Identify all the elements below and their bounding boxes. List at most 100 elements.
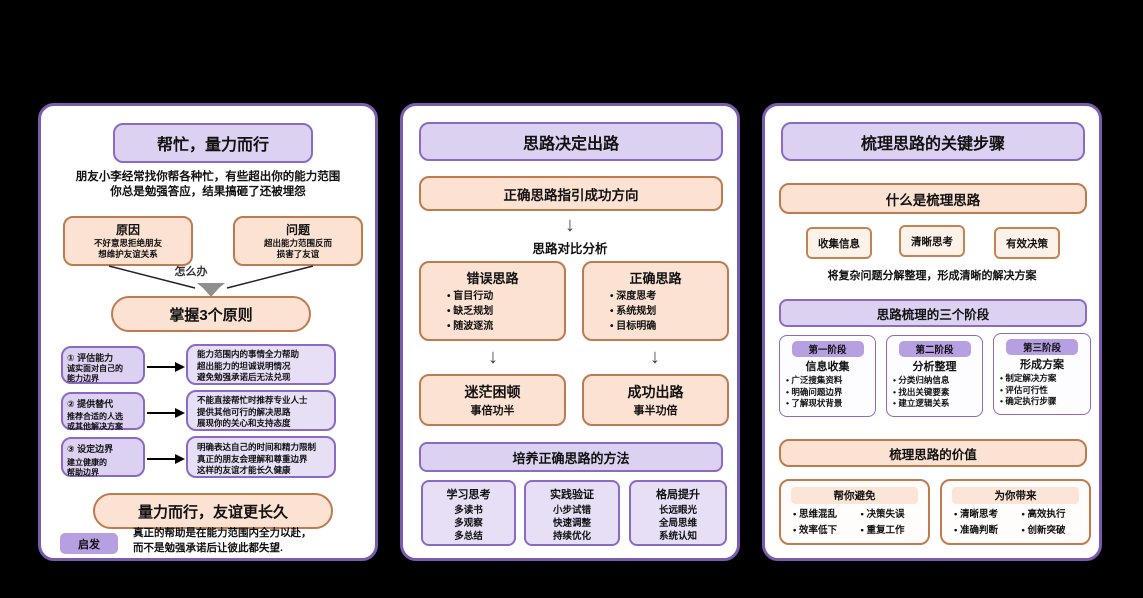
method-3-title: 格局提升 [656,489,700,501]
value-item: 重复工作 [861,523,929,539]
method-2-items: 小步试错 快速调整 持续优化 [526,504,618,543]
method-item: 多总结 [454,531,483,542]
wrong-result-title: 迷茫困顿 [464,384,521,400]
principle-1-box: ① 评估能力 诚实面对自己的 能力边界 [61,346,145,384]
stage-3-items: 制定解决方案 评估可行性 确定执行步骤 [994,373,1090,408]
cause-line2: 想维护友谊关系 [98,249,158,259]
wrong-result-sub: 事倍功半 [470,405,515,417]
how-label: 怎么办 [174,266,208,278]
right-result-sub: 事半功倍 [633,405,678,417]
method-item: 多读书 [454,505,483,516]
stage-item: 了解现状背景 [786,398,875,410]
wrong-result-box: 迷茫困顿 事倍功半 [419,374,566,426]
wrong-thinking-box: 错误思路 盲目行动 缺乏规划 随波逐流 [419,261,566,341]
stage-item: 制定解决方案 [1000,373,1090,385]
wrong-item: 随波逐流 [447,319,564,334]
down-arrow-icon: ↓ [488,346,498,368]
cause-line1: 不好意思拒绝朋友 [93,238,162,248]
principle-3-desc1: 建立健康的 [67,458,107,467]
value-item: 创新突破 [1022,523,1090,539]
right-item: 深度思考 [610,289,727,304]
detail-line: 展现你的关心和支持态度 [197,418,291,428]
stage-item: 找出关键要素 [893,387,982,399]
stage-2-badge: 第二阶段 [898,341,971,357]
right-item: 系统规划 [610,304,727,319]
stage-item: 确定执行步骤 [1000,396,1090,408]
value-item: 高效执行 [1022,507,1090,523]
detail-line: 超出能力的坦诚说明情况 [197,360,291,371]
stage-1-items: 广泛搜集资料 明确问题边界 了解现状背景 [780,375,875,410]
method-1-items: 多读书 多观察 多总结 [423,504,514,543]
method-item: 多观察 [454,518,483,529]
value-avoid-items: 思维混乱 决策失误 效率低下 重复工作 [781,507,928,539]
stage-box-2: 第二阶段 分析整理 分类归纳信息 找出关键要素 建立逻辑关系 [886,335,983,417]
method-item: 持续优化 [552,531,591,542]
panel1-intro-line2: 你总是勉强答应，结果搞砸了还被埋怨 [110,186,306,198]
stage-item: 明确问题边界 [786,387,875,399]
stage-3-title: 形成方案 [1020,359,1064,371]
down-arrow-icon: ↓ [650,346,660,368]
wrong-item: 缺乏规划 [447,304,564,319]
right-result-title: 成功出路 [627,384,684,400]
principle-1-desc2: 能力边界 [67,373,99,383]
what-item-box: 有效决策 [994,227,1060,259]
principles-title-pill: 掌握3个原则 [111,296,311,332]
panel3-title: 梳理思路的关键步骤 [781,122,1085,161]
stage-1-badge: 第一阶段 [791,341,864,357]
stage-1-title: 信息收集 [805,361,850,373]
insight-line1: 真正的帮助是在能力范围内全力以赴， [133,527,312,539]
principle-2-num: ② 提供替代 [67,399,114,409]
method-item: 长远眼光 [658,505,697,516]
method-box-1: 学习思考 多读书 多观察 多总结 [421,480,516,546]
what-item-box: 清晰思考 [899,225,965,257]
detail-line: 避免勉强承诺后无法兑现 [197,372,291,382]
panel2-banner: 正确思路指引成功方向 [419,176,723,211]
right-title: 正确思路 [629,271,682,286]
value-bring-header: 为你带来 [952,487,1079,504]
what-desc: 将复杂问题分解整理，形成清晰的解决方案 [827,269,1037,282]
wrong-item: 盲目行动 [447,289,564,304]
principle-2-desc2: 或其他解决方案 [67,421,123,431]
method-item: 快速调整 [552,518,591,529]
wrong-items: 盲目行动 缺乏规划 随波逐流 [421,289,564,334]
value-box-bring: 为你带来 清晰思考 高效执行 准确判断 创新突破 [940,479,1091,545]
detail-line: 这样的友谊才能长久健康 [197,465,291,475]
problem-box: 问题 超出能力范围反而 损害了友谊 [233,216,363,266]
panel-organize-thinking-steps: 梳理思路的关键步骤 什么是梳理思路 收集信息 清晰思考 有效决策 将复杂问题分解… [762,103,1102,561]
detail-line: 不能直接帮忙时推荐专业人士 [197,395,308,405]
compare-label: 思路对比分析 [532,241,608,256]
value-item: 思维混乱 [793,507,861,523]
converge-arrow-icon [108,265,314,297]
down-arrow-icon: ↓ [565,214,575,236]
method-item: 系统认知 [658,531,697,542]
value-item: 效率低下 [793,523,861,539]
stage-box-3: 第三阶段 形成方案 制定解决方案 评估可行性 确定执行步骤 [993,333,1091,415]
right-arrow-icon [147,362,185,372]
detail-line: 真正的朋友会理解和尊重边界 [197,453,308,464]
method-item: 小步试错 [552,505,591,516]
stage-item: 评估可行性 [1000,385,1090,397]
what-title-bar: 什么是梳理思路 [779,183,1087,214]
panel-help-within-ability: 帮忙，量力而行 朋友小李经常找你帮各种忙，有些超出你的能力范围 你总是勉强答应，… [38,103,378,561]
principle-1-details: 能力范围内的事情全力帮助 超出能力的坦诚说明情况 避免勉强承诺后无法兑现 [186,344,336,385]
panel1-intro-line1: 朋友小李经常找你帮各种忙，有些超出你的能力范围 [75,171,341,183]
stage-2-title: 分析整理 [912,361,957,373]
right-item: 目标明确 [610,319,727,334]
problem-title: 问题 [285,223,310,237]
principle-3-details: 明确表达自己的时间和精力限制 真正的朋友会理解和尊重边界 这样的友谊才能长久健康 [186,436,336,478]
wrong-title: 错误思路 [466,271,519,286]
problem-line2: 损害了友谊 [276,249,320,259]
stage-item: 分类归纳信息 [893,375,982,387]
method-box-3: 格局提升 长远眼光 全局思维 系统认知 [629,480,727,546]
detail-line: 能力范围内的事情全力帮助 [197,349,300,359]
stage-box-1: 第一阶段 信息收集 广泛搜集资料 明确问题边界 了解现状背景 [779,335,876,417]
principle-2-desc1: 推荐合适的人选 [67,412,123,421]
right-thinking-box: 正确思路 深度思考 系统规划 目标明确 [582,261,729,341]
method-2-title: 实践验证 [550,489,594,501]
panel1-intro: 朋友小李经常找你帮各种忙，有些超出你的能力范围 你总是勉强答应，结果搞砸了还被埋… [41,170,375,200]
cause-title: 原因 [115,223,140,237]
principle-1-num: ① 评估能力 [67,353,114,363]
right-arrow-icon [147,408,185,418]
panel2-title: 思路决定出路 [419,122,723,161]
